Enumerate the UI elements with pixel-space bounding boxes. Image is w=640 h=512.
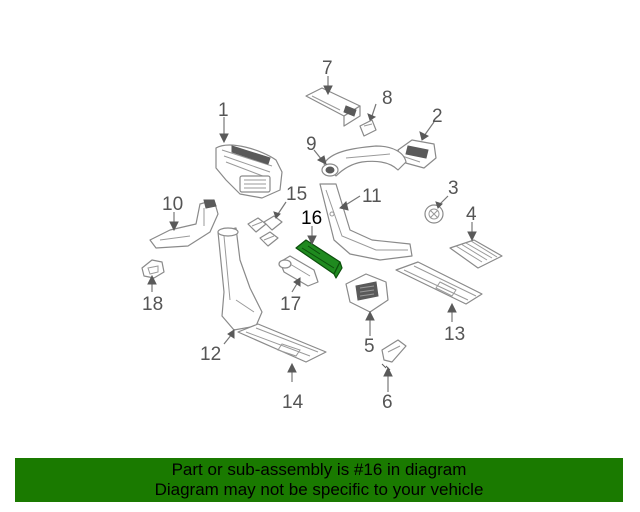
banner-line-2: Diagram may not be specific to your vehi… [154, 480, 484, 499]
part-18-gasket [141, 259, 165, 292]
label-13: 13 [444, 324, 465, 345]
label-16: 16 [301, 208, 322, 229]
part-7-duct-box [305, 76, 361, 127]
part-5-vent-housing [345, 273, 389, 336]
label-7: 7 [322, 58, 333, 79]
label-3: 3 [448, 178, 459, 199]
label-14: 14 [282, 392, 304, 413]
part-10-left-duct [149, 199, 219, 249]
label-17: 17 [280, 294, 301, 315]
label-10: 10 [162, 194, 183, 215]
part-14-floor-duct [237, 323, 327, 382]
part-15-clips [247, 201, 287, 247]
label-6: 6 [382, 392, 393, 413]
label-18: 18 [142, 294, 163, 315]
part-11-long-duct [319, 183, 413, 261]
label-9: 9 [306, 134, 317, 155]
part-2-side-vent [397, 121, 437, 169]
part-9-curved-duct [313, 145, 407, 177]
label-12: 12 [200, 344, 221, 365]
info-banner: Part or sub-assembly is #16 in diagram D… [15, 458, 623, 502]
part-13-floor-duct [395, 261, 483, 322]
part-17-small-duct [278, 255, 319, 293]
parts-diagram: 1 2 3 4 5 6 7 8 9 10 11 12 13 14 15 16 1… [141, 58, 503, 413]
label-15: 15 [286, 184, 307, 205]
part-3-round-vent [424, 195, 449, 224]
label-1: 1 [218, 100, 229, 121]
part-12-vertical-duct [217, 227, 263, 345]
banner-line-1: Part or sub-assembly is #16 in diagram [171, 460, 467, 479]
label-11: 11 [362, 186, 382, 207]
label-2: 2 [432, 106, 443, 127]
part-4-grille [449, 222, 503, 269]
part-6-bracket [381, 339, 407, 392]
part-1-center-vent [215, 117, 283, 199]
part-16-highlighted-duct [295, 226, 343, 279]
part-8-clip [359, 103, 377, 137]
label-5: 5 [364, 336, 375, 357]
label-8: 8 [382, 88, 393, 109]
label-4: 4 [466, 204, 477, 225]
